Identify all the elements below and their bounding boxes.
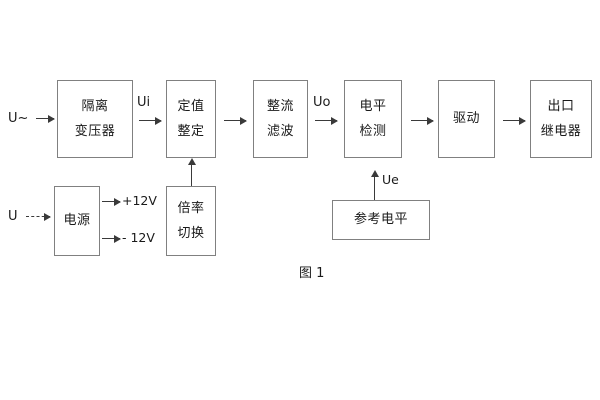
block-level-detection-line-1: 电平 bbox=[359, 98, 387, 114]
block-level-detection: 电平 检测 bbox=[344, 80, 402, 158]
block-setting-value-line-1: 定值 bbox=[177, 98, 205, 114]
arrow-setting-value-to-rectify-filter bbox=[224, 116, 247, 125]
block-output-relay-line-1: 出口 bbox=[547, 98, 575, 114]
block-rectify-filter-line-1: 整流 bbox=[266, 98, 294, 114]
arrow-dc-input-to-power-supply bbox=[26, 213, 51, 221]
signal-label-ui: Ui bbox=[137, 95, 151, 110]
arrow-ac-input-to-isolation-transformer bbox=[36, 114, 55, 123]
block-power-supply-line-1: 电源 bbox=[63, 213, 91, 229]
arrow-drive-to-output-relay bbox=[503, 116, 526, 125]
block-setting-value: 定值 整定 bbox=[166, 80, 216, 158]
block-isolation-transformer-line-2: 变压器 bbox=[74, 123, 116, 139]
block-isolation-transformer-line-1: 隔离 bbox=[81, 98, 109, 114]
signal-label-ue: Ue bbox=[382, 172, 399, 187]
input-label-ac: U~ bbox=[8, 111, 29, 126]
arrow-power-supply-positive bbox=[102, 197, 121, 206]
block-output-relay-line-2: 继电器 bbox=[540, 123, 582, 139]
block-reference-level: 参考电平 bbox=[332, 200, 430, 240]
block-level-detection-line-2: 检测 bbox=[359, 123, 387, 139]
block-power-supply: 电源 bbox=[54, 186, 100, 256]
block-isolation-transformer: 隔离 变压器 bbox=[57, 80, 133, 158]
arrow-reference-level-to-level-detection bbox=[370, 170, 379, 200]
block-setting-value-line-2: 整定 bbox=[177, 123, 205, 139]
arrow-level-detection-to-drive bbox=[411, 116, 434, 125]
block-multiplier-switch: 倍率 切换 bbox=[166, 186, 216, 256]
block-drive-line-1: 驱动 bbox=[452, 111, 480, 127]
label-supply-positive: +12V bbox=[122, 193, 157, 208]
arrow-multiplier-switch-to-setting-value bbox=[187, 158, 196, 186]
arrow-rectify-filter-to-level-detection bbox=[315, 116, 338, 125]
block-output-relay: 出口 继电器 bbox=[530, 80, 592, 158]
block-rectify-filter: 整流 滤波 bbox=[253, 80, 308, 158]
block-drive: 驱动 bbox=[438, 80, 495, 158]
figure-caption: 图 1 bbox=[299, 266, 325, 281]
block-multiplier-switch-line-1: 倍率 bbox=[177, 200, 205, 216]
block-rectify-filter-line-2: 滤波 bbox=[266, 123, 294, 139]
label-supply-negative: - 12V bbox=[122, 230, 155, 245]
input-label-dc: U bbox=[8, 209, 18, 224]
arrow-isolation-transformer-to-setting-value bbox=[139, 116, 162, 125]
block-multiplier-switch-line-2: 切换 bbox=[177, 225, 205, 241]
signal-label-uo: Uo bbox=[313, 95, 331, 110]
arrow-power-supply-negative bbox=[102, 234, 121, 243]
block-reference-level-line-1: 参考电平 bbox=[353, 212, 408, 228]
